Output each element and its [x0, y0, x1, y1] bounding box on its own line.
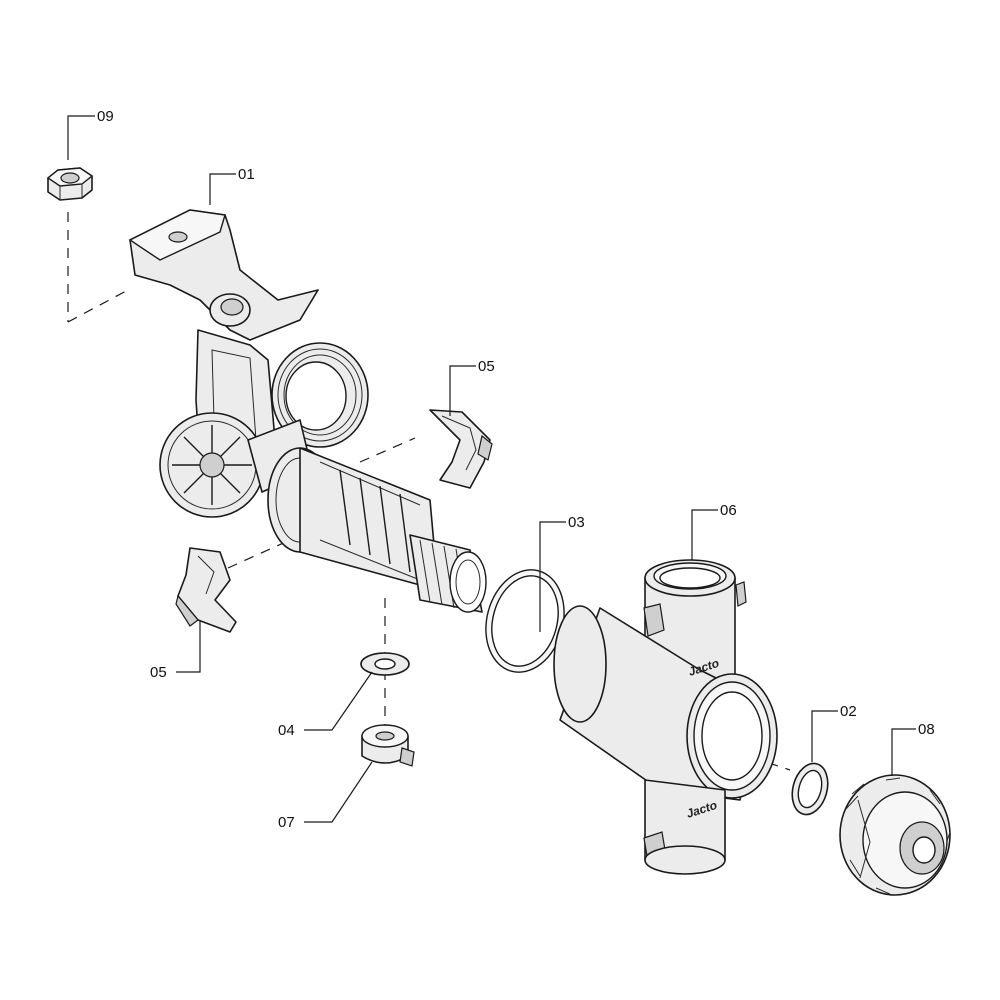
part-strainer-cartridge [267, 447, 487, 613]
part-03-o-ring-large [485, 569, 565, 673]
part-06-tee-body: Jacto Jacto [553, 559, 778, 875]
callout-06: 06 [691, 502, 737, 560]
part-07-split-nut [361, 724, 415, 767]
part-05-clip-bottom [175, 547, 237, 633]
part-05-clip-top [429, 409, 493, 489]
assembly-axis-lines [67, 212, 791, 771]
callout-07: 07 [278, 761, 373, 831]
callout-07-label: 07 [278, 814, 295, 831]
callout-03: 03 [539, 514, 585, 632]
part-09-hex-nut [46, 167, 94, 201]
callout-05-bottom-label: 05 [150, 664, 167, 681]
part-04-washer [360, 652, 410, 676]
part-01-body-bracket [128, 209, 369, 518]
callout-02-label: 02 [840, 703, 857, 720]
callout-05-bottom: 05 [150, 620, 201, 681]
callout-09: 09 [67, 108, 114, 160]
callout-02: 02 [811, 703, 857, 762]
callout-08: 08 [891, 721, 935, 776]
part-02-o-ring-small [791, 762, 829, 816]
callout-05-top: 05 [449, 358, 495, 416]
callout-04-label: 04 [278, 722, 295, 739]
callout-01: 01 [209, 166, 255, 205]
callout-04: 04 [278, 671, 373, 739]
callout-01-label: 01 [238, 166, 255, 183]
part-08-cap-nut [839, 774, 951, 896]
callout-08-label: 08 [918, 721, 935, 738]
callout-05-top-label: 05 [478, 358, 495, 375]
callout-06-label: 06 [720, 502, 737, 519]
callout-03-label: 03 [568, 514, 585, 531]
callout-09-label: 09 [97, 108, 114, 125]
